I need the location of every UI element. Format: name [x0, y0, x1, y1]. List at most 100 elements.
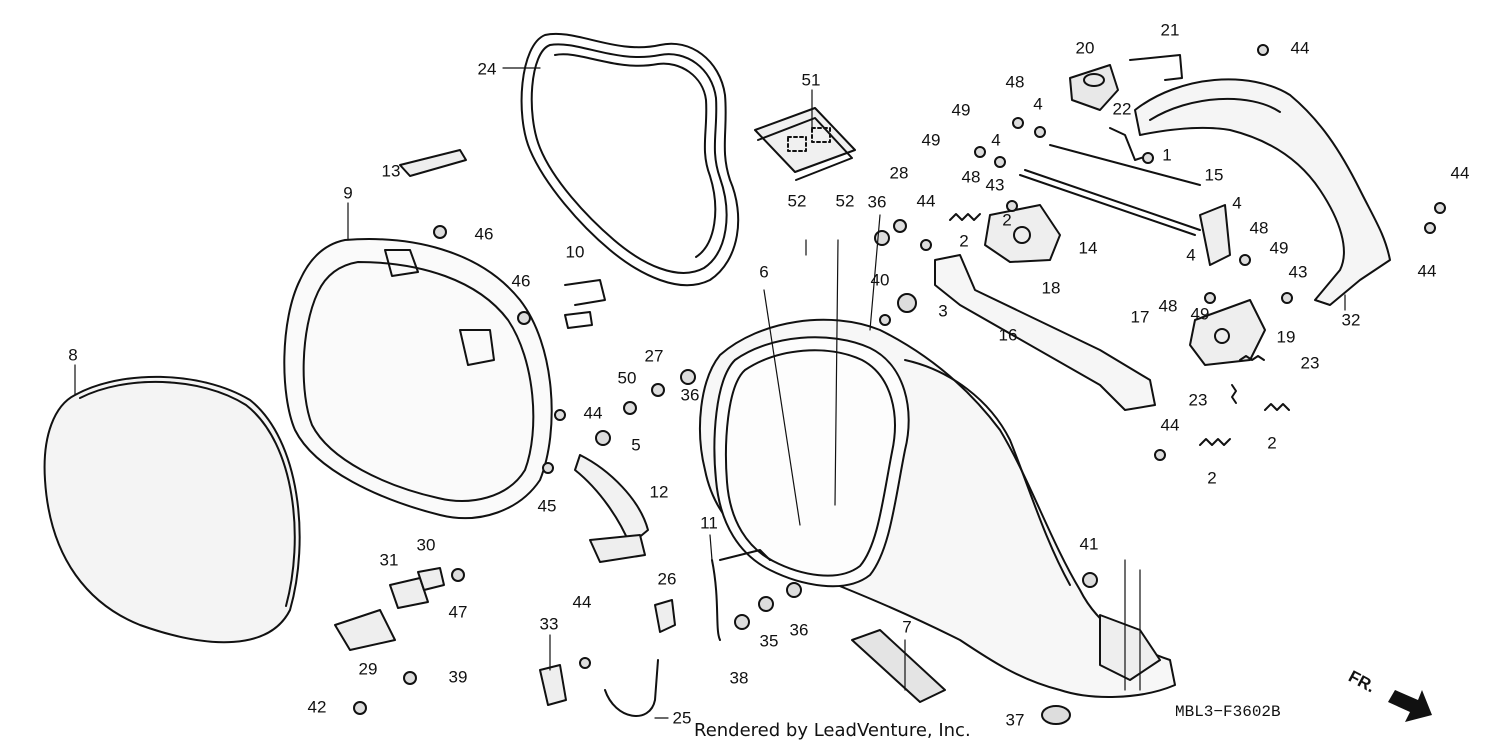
lock-assembly-part	[1189, 299, 1266, 366]
callout-number: 36	[680, 385, 700, 405]
callout-number: 45	[537, 496, 557, 516]
clip-26-part	[654, 599, 676, 633]
callout-number: 52	[835, 191, 855, 211]
callout-number: 25	[672, 708, 692, 728]
callout-number: 7	[902, 617, 912, 637]
callout-number: 5	[631, 435, 641, 455]
trim-rail-part	[1134, 78, 1391, 306]
springs	[949, 213, 1290, 446]
callout-number: 43	[985, 175, 1005, 195]
leader-lines	[74, 67, 1346, 719]
callout-number: 47	[448, 602, 468, 622]
callout-number: 46	[474, 224, 494, 244]
callout-number: 52	[787, 191, 807, 211]
callout-number: 44	[916, 191, 936, 211]
saddlebag-case-part	[699, 318, 1176, 698]
fasteners	[353, 44, 1446, 715]
callout-number: 40	[870, 270, 890, 290]
seal-ring-part	[520, 32, 740, 287]
callout-number: 4	[1232, 193, 1242, 213]
linkage-rod-part	[1019, 144, 1201, 236]
callout-number: 3	[938, 301, 948, 321]
callout-number: 44	[1450, 163, 1470, 183]
front-direction-arrow-icon	[1388, 690, 1432, 722]
lever-part	[1199, 204, 1231, 266]
render-credit: Rendered by LeadVenture, Inc.	[694, 720, 971, 741]
callout-number: 30	[416, 535, 436, 555]
outer-cover-part	[43, 375, 301, 644]
hinge-part	[334, 567, 445, 651]
callout-number: 51	[801, 70, 821, 90]
callout-number: 48	[961, 167, 981, 187]
latch-assembly-part	[984, 204, 1061, 263]
callout-number: 2	[1267, 433, 1277, 453]
callout-number: 18	[1041, 278, 1061, 298]
callout-number: 2	[959, 231, 969, 251]
callout-number: 2	[1207, 468, 1217, 488]
grommet-part	[1041, 705, 1071, 725]
callout-number: 28	[889, 163, 909, 183]
callout-number: 44	[572, 592, 592, 612]
stay-bracket-part	[934, 254, 1156, 411]
callout-number: 23	[1188, 390, 1208, 410]
callout-number: 10	[565, 242, 585, 262]
callout-number: 6	[759, 262, 769, 282]
callout-number: 12	[649, 482, 669, 502]
callout-number: 13	[381, 161, 401, 181]
callout-number: 4	[991, 130, 1001, 150]
label-card-part	[754, 107, 856, 181]
cable-part	[711, 549, 771, 641]
callout-number: 49	[1190, 304, 1210, 324]
callout-number: 21	[1160, 20, 1180, 40]
callout-number: 48	[1005, 72, 1025, 92]
callout-number: 1	[1162, 145, 1172, 165]
callout-number: 39	[448, 667, 468, 687]
callout-number: 36	[867, 192, 887, 212]
callout-number: 44	[1160, 415, 1180, 435]
callout-number: 48	[1158, 296, 1178, 316]
callout-number: 23	[1300, 353, 1320, 373]
pad-part	[851, 629, 946, 703]
callout-number: 27	[644, 346, 664, 366]
callout-number: 49	[921, 130, 941, 150]
callout-number: 8	[68, 345, 78, 365]
callout-number: 42	[307, 697, 327, 717]
callout-number: 15	[1204, 165, 1224, 185]
callout-number: 44	[1417, 261, 1437, 281]
callout-number: 38	[729, 668, 749, 688]
callout-number: 41	[1079, 534, 1099, 554]
clip-part	[1129, 54, 1183, 81]
callout-number: 36	[789, 620, 809, 640]
callout-number: 46	[511, 271, 531, 291]
callout-number: 37	[1005, 710, 1025, 730]
diagram-reference-code: MBL3−F3602B	[1175, 703, 1281, 721]
callout-number: 14	[1078, 238, 1098, 258]
callout-number: 4	[1033, 94, 1043, 114]
callout-number: 29	[358, 659, 378, 679]
callout-number: 33	[539, 614, 559, 634]
callout-number: 17	[1130, 307, 1150, 327]
callout-number: 4	[1186, 245, 1196, 265]
stopper-part	[399, 149, 467, 177]
callout-number: 49	[951, 100, 971, 120]
callout-number: 49	[1269, 238, 1289, 258]
callout-number: 11	[700, 513, 718, 533]
callout-number: 35	[759, 631, 779, 651]
inner-lid-frame-part	[283, 238, 553, 520]
callout-number: 43	[1288, 262, 1308, 282]
callout-number: 22	[1112, 99, 1132, 119]
cable-assembly-part	[604, 659, 659, 717]
callout-number: 24	[477, 59, 497, 79]
callout-number: 31	[379, 550, 399, 570]
holder-33-part	[539, 664, 567, 706]
callout-number: 19	[1276, 327, 1296, 347]
key-cylinder-part	[1069, 64, 1119, 111]
callout-number: 48	[1249, 218, 1269, 238]
callout-number: 2	[1002, 210, 1012, 230]
callout-number: 26	[657, 569, 677, 589]
callout-number: 50	[617, 368, 637, 388]
callout-number: 44	[1290, 38, 1310, 58]
callout-number: 16	[998, 325, 1018, 345]
